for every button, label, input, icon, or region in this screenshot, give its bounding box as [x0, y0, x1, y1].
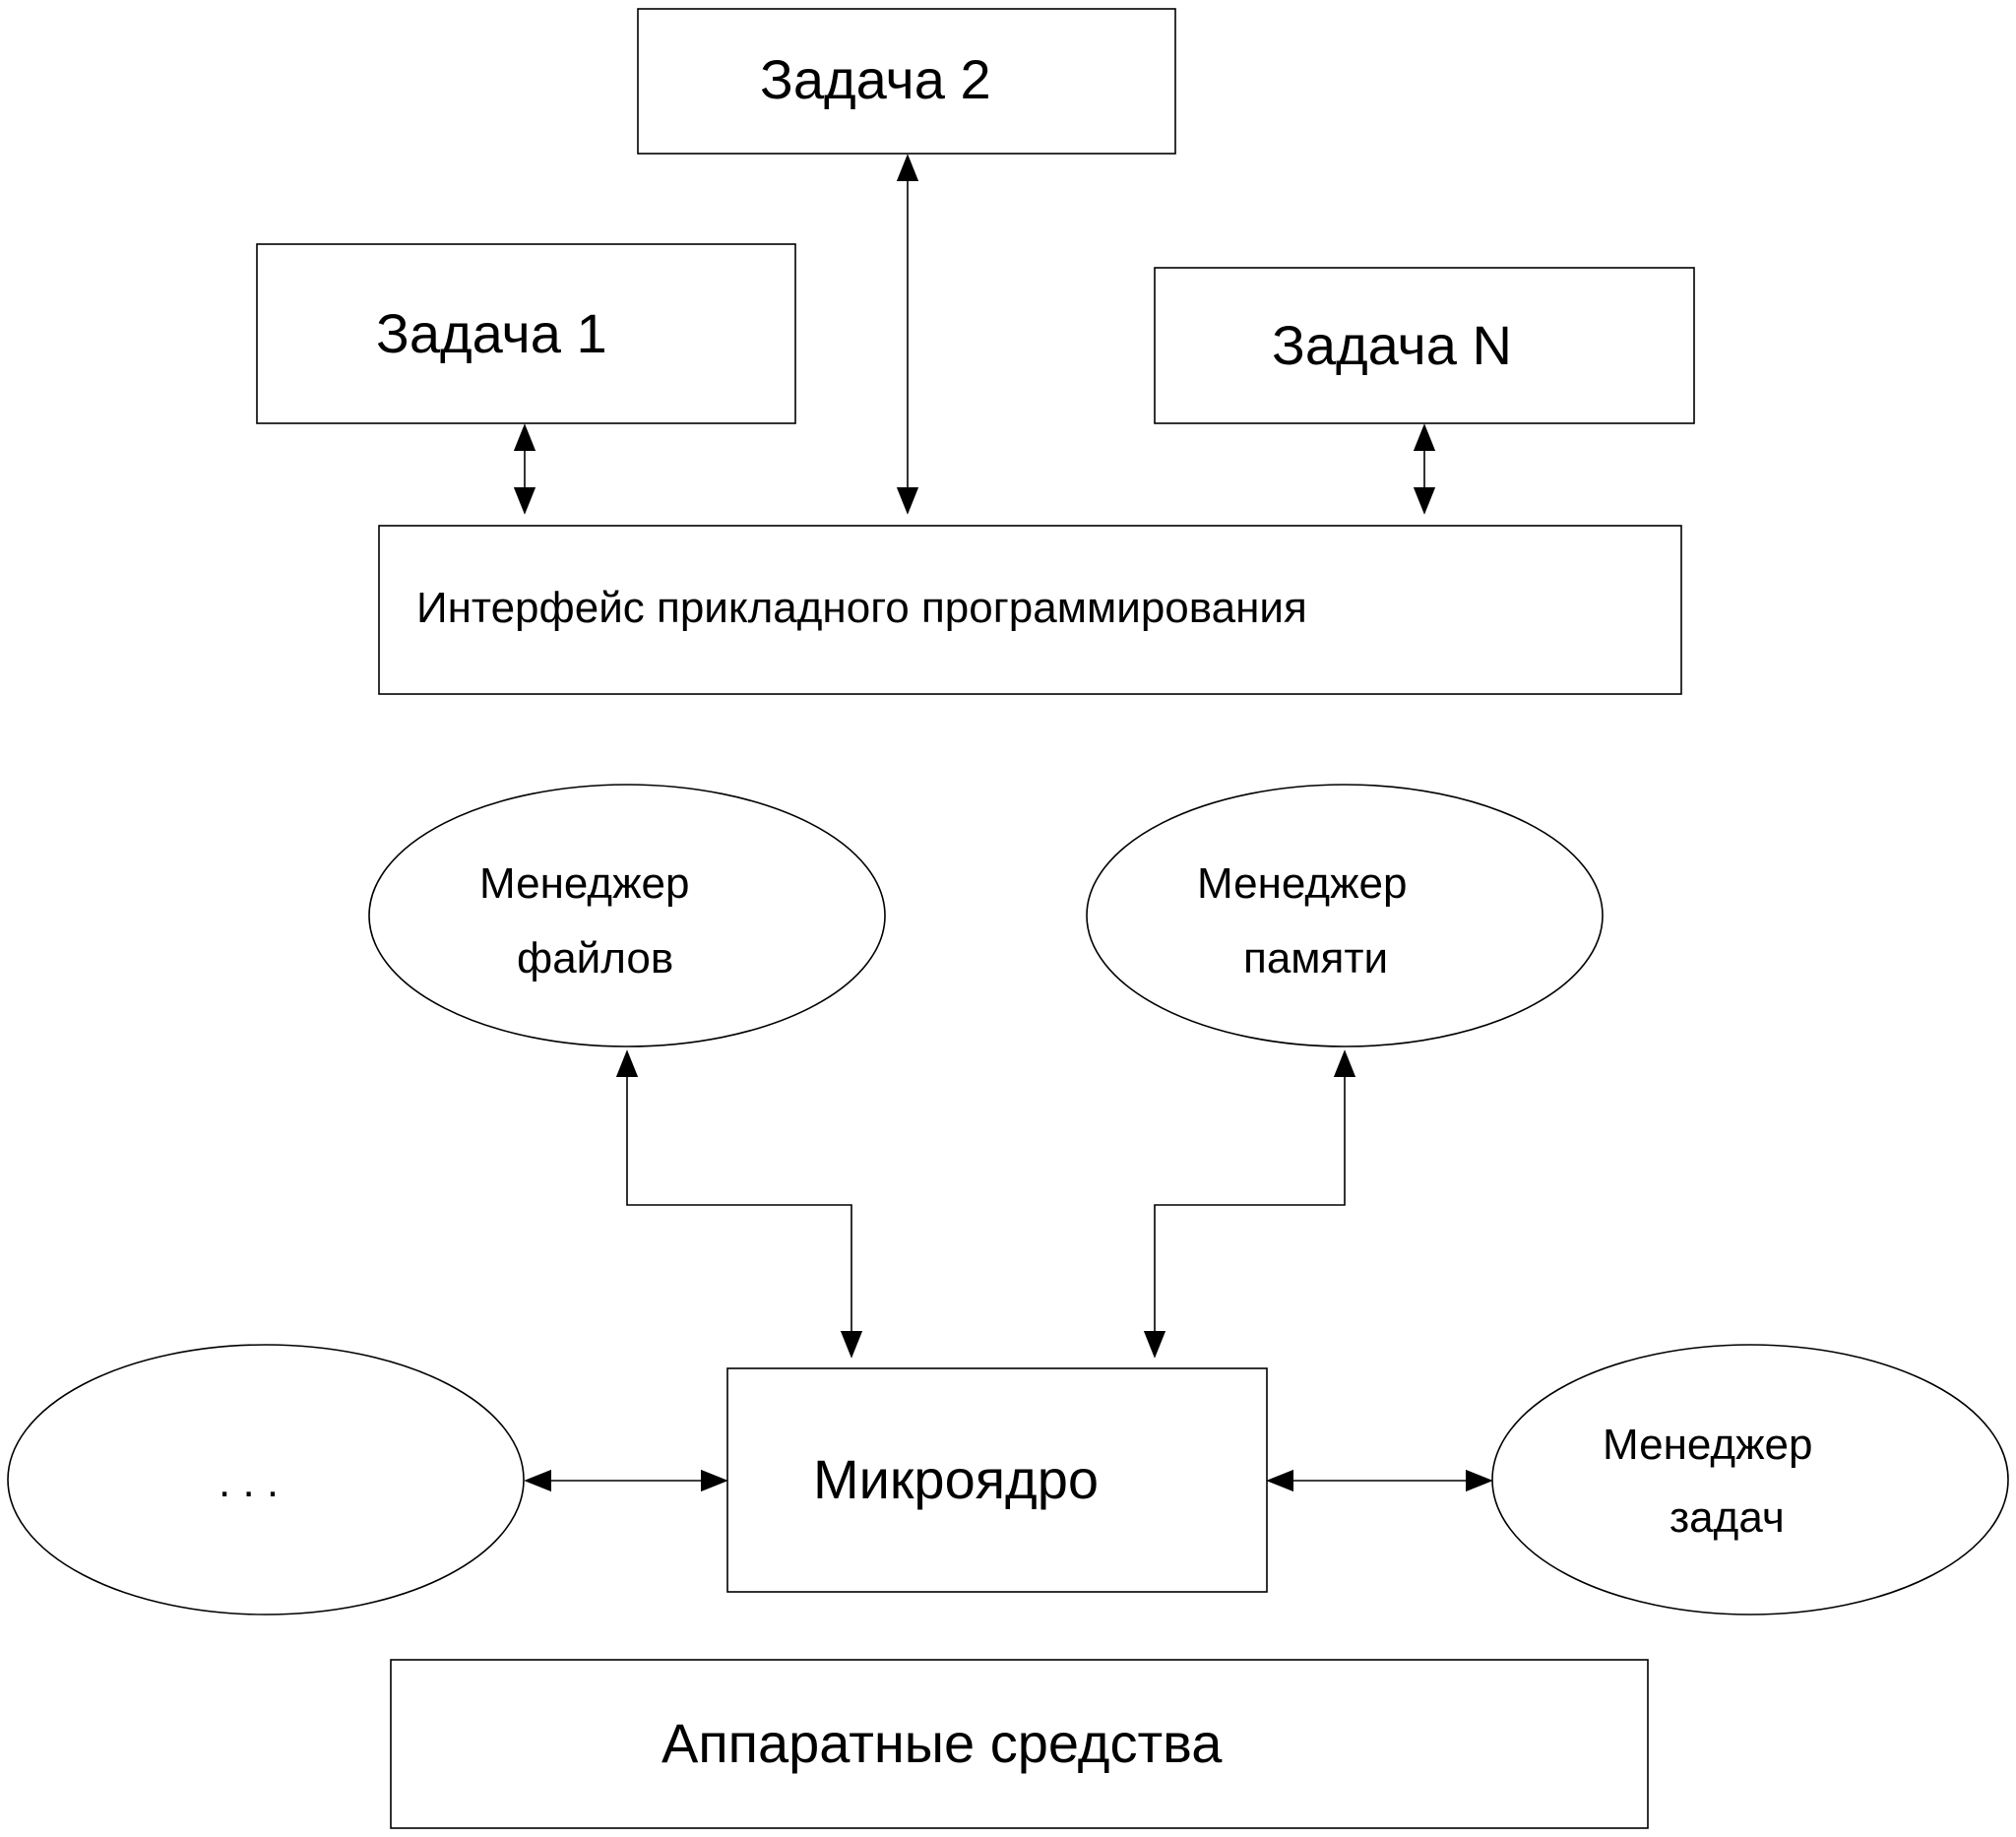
task-manager-label-line1: Менеджер — [1603, 1421, 1812, 1469]
memory-manager-oval: Менеджер памяти — [1086, 784, 1604, 1047]
task-2-box: Задача 2 — [637, 8, 1176, 155]
other-services-oval: . . . — [7, 1344, 525, 1615]
other-services-label: . . . — [219, 1458, 279, 1506]
memory-manager-label-line1: Менеджер — [1197, 859, 1407, 908]
memory-manager-label-line2: памяти — [1243, 934, 1388, 982]
api-box: Интерфейс прикладного программирования — [378, 525, 1682, 695]
hardware-box: Аппаратные средства — [390, 1659, 1649, 1829]
file-manager-microkernel-arrow — [615, 1049, 863, 1359]
microkernel-box: Микроядро — [726, 1367, 1268, 1593]
task-n-label: Задача N — [1272, 314, 1512, 376]
file-manager-oval: Менеджер файлов — [368, 784, 886, 1047]
task-1-box: Задача 1 — [256, 243, 796, 424]
file-manager-label-line1: Менеджер — [479, 859, 689, 908]
task-1-label: Задача 1 — [376, 302, 607, 364]
api-label: Интерфейс прикладного программирования — [416, 584, 1307, 632]
hardware-label: Аппаратные средства — [662, 1712, 1223, 1774]
task-manager-label-line2: задач — [1670, 1493, 1785, 1542]
file-manager-label-line2: файлов — [517, 934, 673, 982]
microkernel-label: Микроядро — [813, 1448, 1099, 1510]
memory-manager-microkernel-arrow — [1143, 1049, 1356, 1359]
task-2-label: Задача 2 — [760, 48, 991, 110]
task-manager-oval: Менеджер задач — [1491, 1344, 2009, 1615]
task-n-box: Задача N — [1154, 267, 1695, 424]
